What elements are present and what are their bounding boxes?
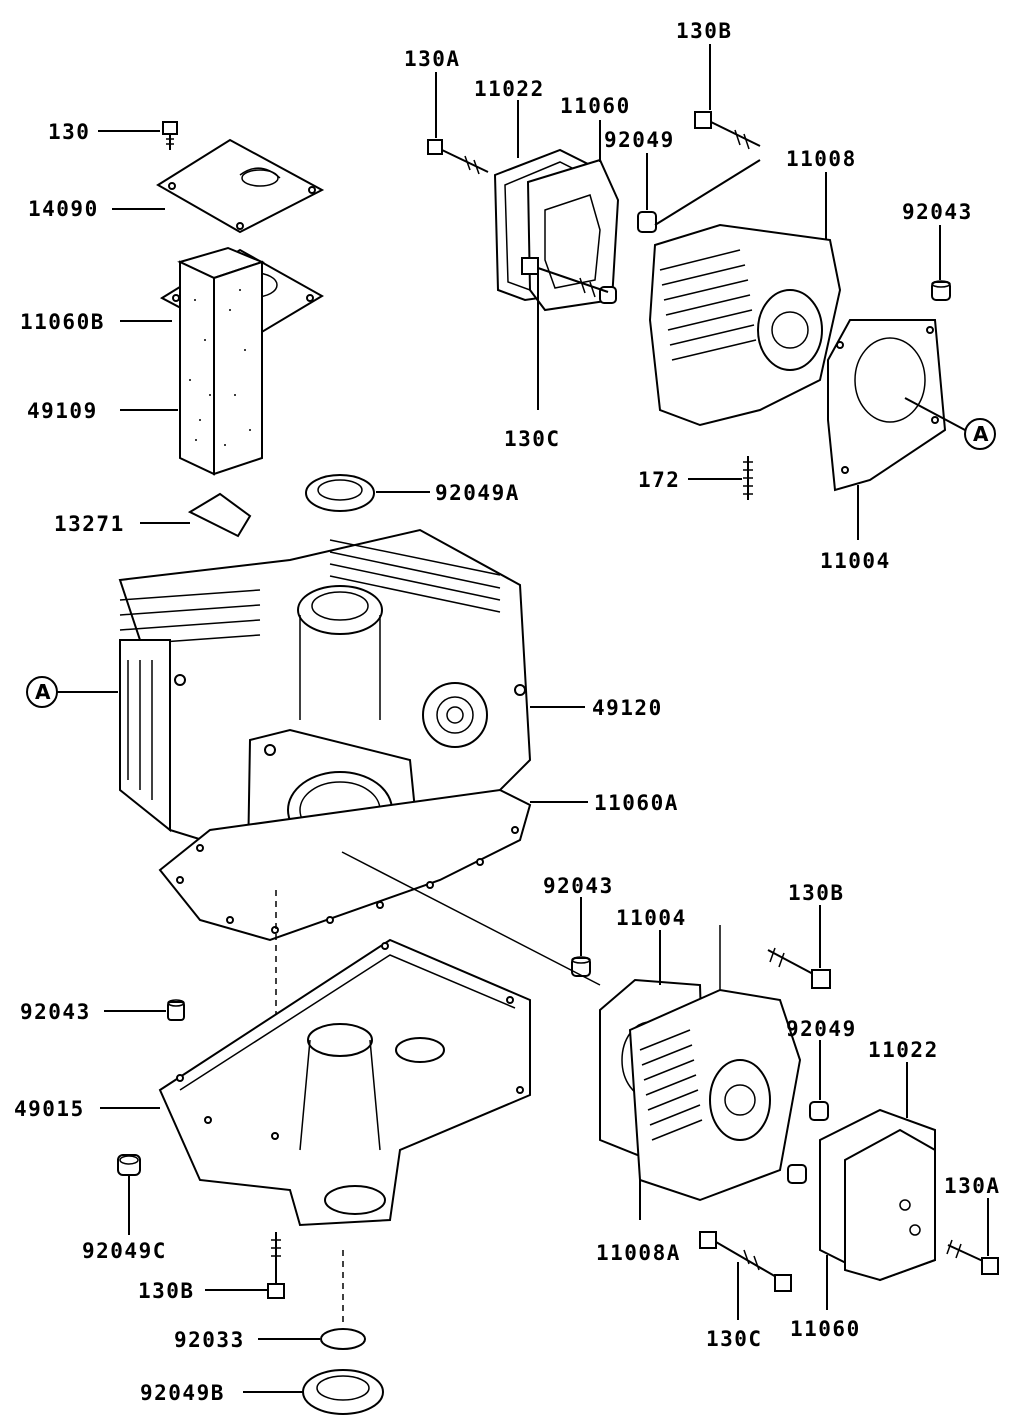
dowel-pin-92043-left [167,999,185,1021]
bolt-130B-top [694,111,761,150]
reference-marker-a-right: A [964,418,996,450]
o-ring-92033 [320,1328,366,1350]
head-cover-11022-mid [819,1108,936,1282]
label-92043-top: 92043 [902,200,973,224]
bolt-130A-mid [946,1239,999,1275]
label-92049-mid: 92049 [786,1017,857,1041]
label-11022-top: 11022 [474,77,545,101]
leader-11008-b [654,159,761,226]
label-130B-top: 130B [676,19,733,43]
seal-92049-mid [787,1101,829,1184]
label-11022-mid: 11022 [868,1038,939,1062]
gasket-11060A [158,788,532,942]
filter-element-49109 [177,246,265,476]
label-92043-left: 92043 [20,1000,91,1024]
plate-13271 [187,492,252,538]
label-11008A: 11008A [596,1241,681,1265]
label-92049-top: 92049 [604,128,675,152]
seal-92049A [305,474,375,512]
bolt-130-part [162,121,178,150]
leader-ref-a-right [904,397,966,431]
crankcase-49120 [118,528,532,892]
svg-text:A: A [35,680,51,704]
label-130A-top: 130A [404,47,461,71]
seal-92049B [302,1369,384,1415]
dowel-pin-92043-mid [571,956,591,977]
label-130B-mid: 130B [788,881,845,905]
label-92049A: 92049A [435,481,520,505]
label-49015: 49015 [14,1097,85,1121]
label-92049C: 92049C [82,1239,167,1263]
label-13271: 13271 [54,512,125,536]
label-130C-bottom: 130C [706,1327,763,1351]
reference-marker-a-left: A [26,676,58,708]
label-11008: 11008 [786,147,857,171]
bolt-130A-top [427,139,489,175]
bolt-130C-bottom [699,1231,792,1292]
label-11060A: 11060A [594,791,679,815]
stud-172 [743,456,753,500]
head-gasket-11004-top [827,319,947,492]
label-49109: 49109 [27,399,98,423]
label-172: 172 [638,468,680,492]
label-92049B: 92049B [140,1381,225,1405]
bolt-130C-top [521,257,609,298]
seal-92049C [117,1154,141,1176]
label-130C-top: 130C [504,427,561,451]
label-11004-mid: 11004 [616,906,687,930]
bolt-130B-bottom [267,1232,285,1299]
cylinder-head-11008A [628,988,802,1202]
label-130A-mid: 130A [944,1174,1001,1198]
cover-plate-14090 [156,138,325,234]
svg-text:A: A [973,422,989,446]
label-11060-top: 11060 [560,94,631,118]
bolt-130B-mid [767,947,831,989]
label-14090: 14090 [28,197,99,221]
assembly-line [341,851,601,986]
label-130B-bottom: 130B [138,1279,195,1303]
crankcase-cover-49015 [158,938,531,1227]
label-11060B: 11060B [20,310,105,334]
label-92043-mid: 92043 [543,874,614,898]
label-11060-bottom: 11060 [790,1317,861,1341]
dowel-pin-92043-top [931,280,951,301]
label-11004-top: 11004 [820,549,891,573]
label-130: 130 [48,120,90,144]
label-49120: 49120 [592,696,663,720]
label-92033: 92033 [174,1328,245,1352]
cylinder-head-11008 [648,223,842,427]
